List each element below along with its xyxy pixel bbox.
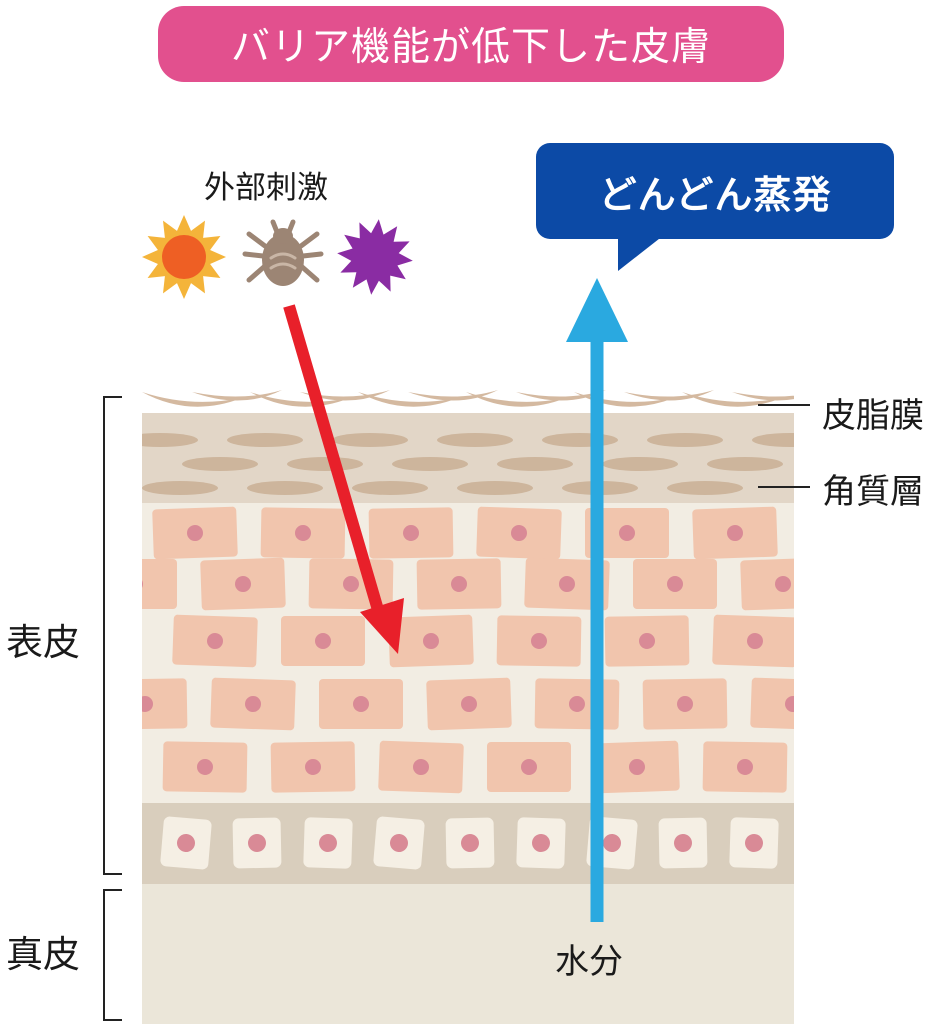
evaporation-bubble: どんどん蒸発 [536,143,894,239]
corneum-flake [352,481,428,495]
bubble-tail [618,235,664,271]
skin-cell [585,508,669,558]
sebum-flake [358,392,458,407]
skin-cell [692,506,778,560]
stratum-corneum-label: 角質層 [822,472,924,512]
skin-cell [594,740,680,794]
basal-cell [232,817,282,869]
basal-cell [658,817,708,869]
basal-cell [445,817,495,869]
skin-cell [152,506,238,560]
page-title: バリア機能が低下した皮膚 [230,25,711,70]
red-arrow-head [360,598,404,654]
title-banner: バリア機能が低下した皮膚 [158,6,784,82]
red-arrow-shaft [283,304,384,612]
skin-cell [476,506,562,560]
skin-cell [604,615,690,667]
corneum-flake [332,433,408,447]
sebum-flake [142,392,242,407]
basal-cell [516,817,566,869]
dermis-label: 真皮 [6,933,80,976]
sebum-flake [466,392,566,407]
skin-cell [378,740,464,794]
skin-cell [281,616,365,666]
skin-cell [142,678,188,730]
sebum-flake [250,392,350,407]
skin-cell [426,677,512,731]
skin-cell [319,679,403,729]
basal-cell [303,817,353,869]
skin-cell [524,557,610,611]
skin-cell [750,677,794,731]
corneum-flake [667,481,743,495]
sebum-flake [192,390,282,401]
skin-cell [534,678,620,730]
skin-cell [642,678,728,730]
corneum-flake [707,457,783,471]
corneum-flake [752,433,794,447]
dermis-layer [142,884,794,1024]
skin-cell [702,741,788,793]
skin-cell [368,507,454,559]
sebum-label: 皮脂膜 [822,396,924,436]
sebum-flake [516,390,606,401]
external-stimuli-label: 外部刺激 [204,170,328,206]
skin-cell [633,559,717,609]
basal-cell [729,817,779,869]
mite-icon [242,219,324,286]
bubble-text: どんどん蒸発 [598,172,832,217]
corneum-flake [457,481,533,495]
corneum-flake [182,457,258,471]
basal-cell [373,816,425,870]
dermis-bracket [103,889,122,1021]
skin-cell [200,557,286,611]
corneum-flake [392,457,468,471]
sebum-flake [408,390,498,401]
water-label: 水分 [555,942,623,982]
skin-cell [270,741,356,793]
corneum-flake [542,433,618,447]
skin-cell [142,559,177,609]
skin-cell [162,741,248,793]
basal-cell [160,816,212,870]
skin-cell [712,614,794,668]
sebum-flake [300,390,390,401]
skin-cell [172,614,258,668]
corneum-flake [142,433,198,447]
sebum-flake [624,390,714,401]
corneum-flake [497,457,573,471]
corneum-flake [602,457,678,471]
corneum-flake [142,481,218,495]
corneum-flake [287,457,363,471]
sebum-flake [574,392,674,407]
skin-cell [210,677,296,731]
epidermis-bracket [103,396,122,875]
skin-cell [740,557,794,611]
corneum-flake [647,433,723,447]
purple-burst-icon [337,219,413,295]
sebum-flakes [142,390,794,407]
corneum-flake [227,433,303,447]
skin-cell [487,742,571,792]
skin-cell [388,614,474,668]
corneum-flake [247,481,323,495]
skin-cell [260,507,346,559]
epidermis-label: 表皮 [6,621,80,664]
sebum-flake [682,392,782,407]
sun-icon [142,215,226,299]
spinous-cells [142,506,794,794]
skin-cell [416,558,502,610]
blue-arrow-head [566,278,628,342]
basal-cells [160,816,779,870]
corneum-flake [437,433,513,447]
skin-cell [496,615,582,667]
corneum-flakes [142,433,794,495]
sebum-flake [732,392,794,401]
